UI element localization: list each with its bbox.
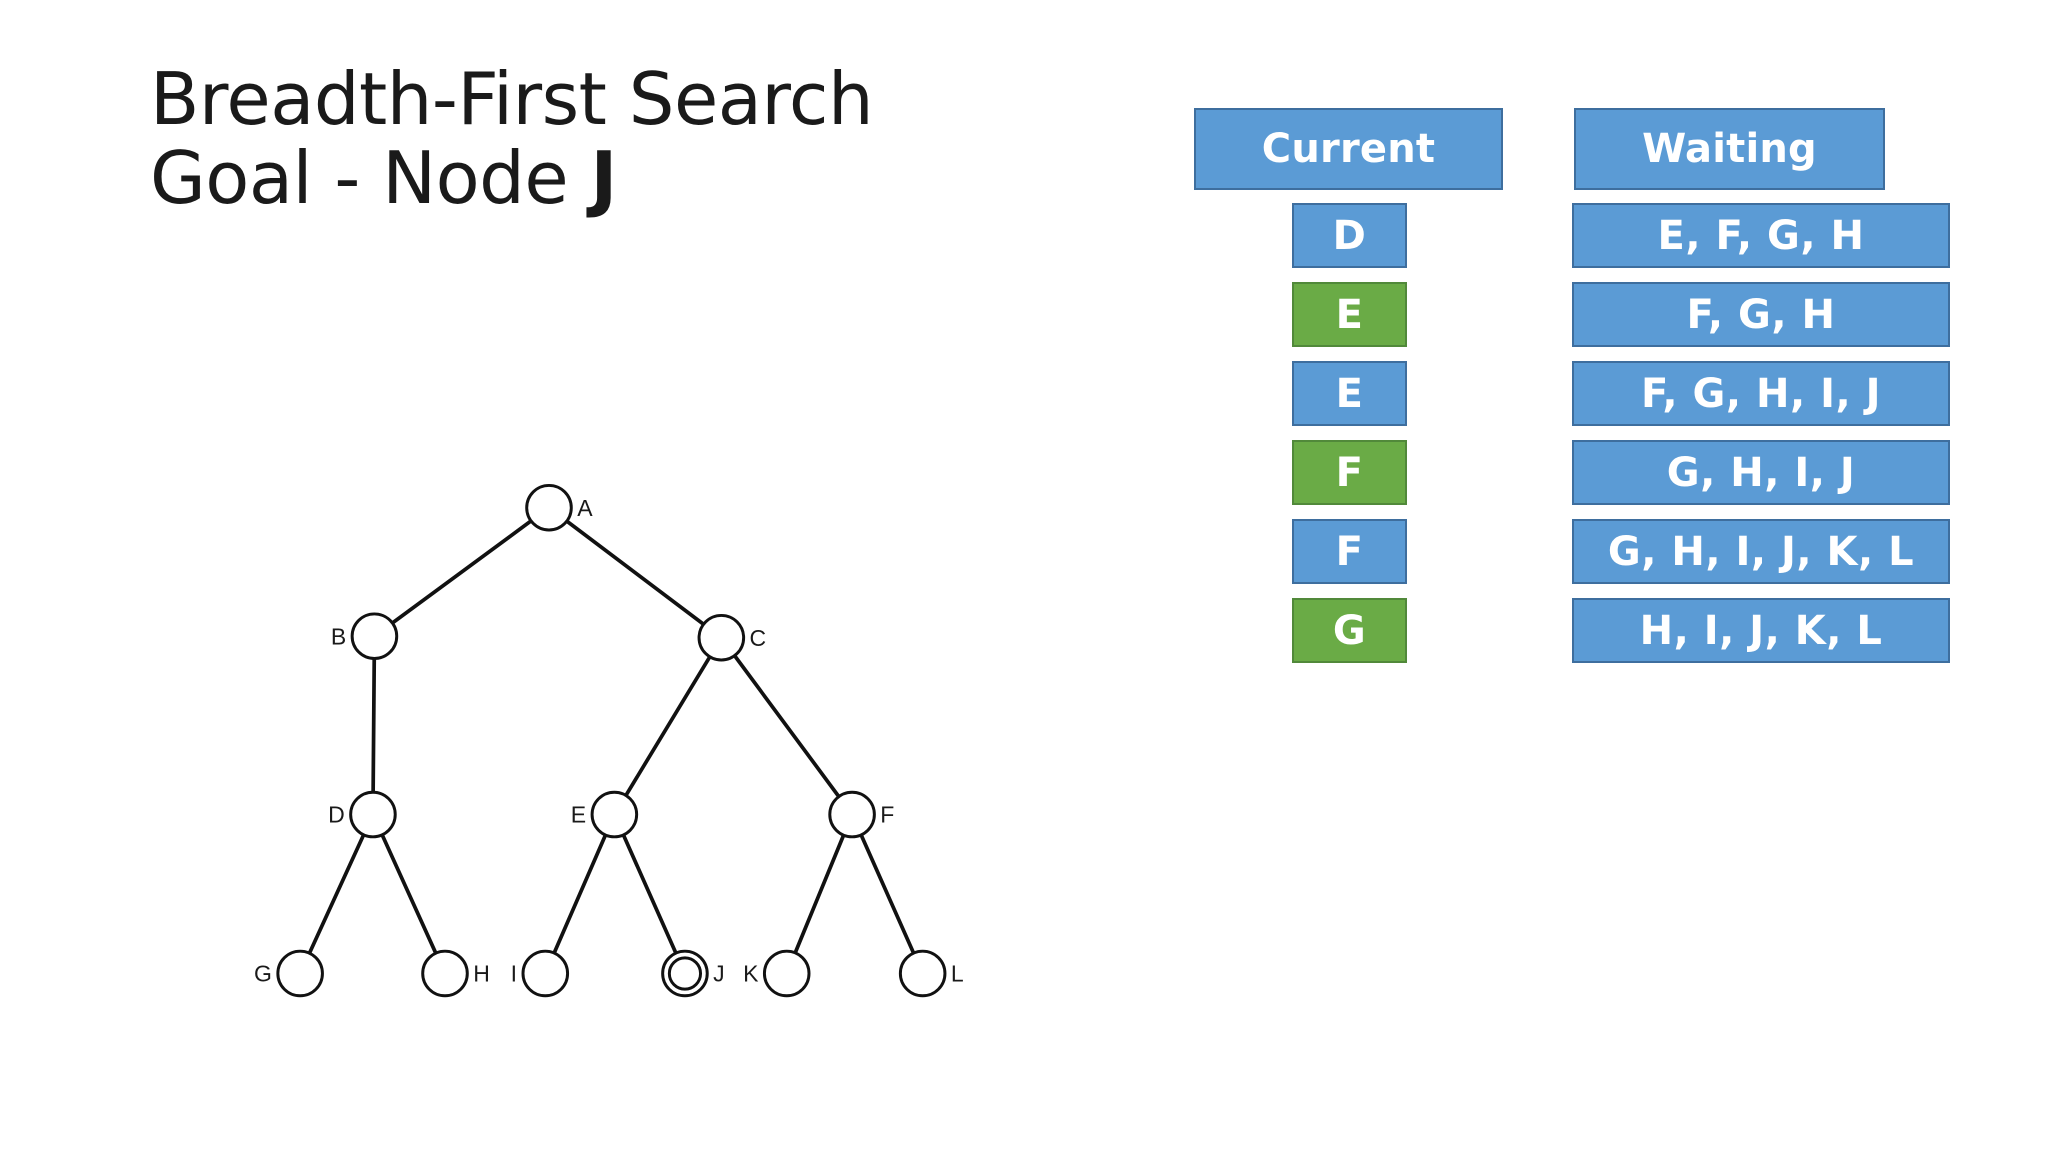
tree-edge-d-g — [307, 832, 366, 956]
node-circle-d — [349, 790, 397, 839]
node-label-c: C — [750, 625, 767, 651]
tree-edge-group — [307, 519, 916, 956]
waiting-queue-cell[interactable]: H, I, J, K, L — [1572, 598, 1950, 663]
tree-node-j[interactable]: J — [661, 949, 725, 998]
queue-row: F G, H, I, J, K, L — [1194, 519, 1964, 584]
tree-node-a[interactable]: A — [525, 483, 594, 532]
tree-edge-d-h — [380, 832, 438, 956]
title-line-2: Goal - Node J — [150, 139, 910, 218]
tree-edge-a-c — [564, 519, 706, 627]
queue-row: F G, H, I, J — [1194, 440, 1964, 505]
tree-node-d[interactable]: D — [328, 790, 397, 839]
current-node-cell[interactable]: D — [1292, 203, 1407, 268]
title-goal-node: J — [590, 136, 618, 221]
page-title: Breadth-First Search Goal - Node J — [150, 57, 910, 218]
node-label-e: E — [571, 802, 586, 828]
current-node-cell[interactable]: E — [1292, 361, 1407, 426]
node-circle-a — [525, 483, 573, 532]
node-circle-c — [697, 613, 746, 662]
bfs-queue-table: Current Waiting D E, F, G, H E F, G, H E F, G… — [1194, 108, 1964, 677]
node-label-h: H — [473, 961, 490, 987]
tree-node-e[interactable]: E — [571, 790, 639, 839]
current-node-cell[interactable]: E — [1292, 282, 1407, 347]
queue-row: G H, I, J, K, L — [1194, 598, 1964, 663]
tree-node-k[interactable]: K — [743, 949, 811, 998]
tree-edge-a-b — [390, 519, 533, 625]
tree-edge-e-j — [621, 833, 678, 955]
queue-header-row: Current Waiting — [1194, 108, 1964, 190]
waiting-queue-cell[interactable]: E, F, G, H — [1572, 203, 1950, 268]
title-line-1: Breadth-First Search — [150, 57, 874, 141]
waiting-queue-cell[interactable]: F, G, H — [1572, 282, 1950, 347]
current-node-cell[interactable]: F — [1292, 519, 1407, 584]
node-label-l: L — [951, 961, 964, 987]
node-circle-l — [898, 949, 947, 998]
waiting-queue-cell[interactable]: G, H, I, J, K, L — [1572, 519, 1950, 584]
node-circle-b — [350, 612, 399, 661]
tree-node-i[interactable]: I — [511, 949, 570, 998]
goal-node-inner-circle-j — [667, 956, 703, 991]
node-label-g: G — [254, 961, 272, 987]
current-node-cell[interactable]: G — [1292, 598, 1407, 663]
tree-edge-e-i — [552, 833, 608, 955]
tree-edge-b-d — [371, 656, 377, 795]
node-label-j: J — [713, 961, 725, 987]
node-label-k: K — [743, 961, 759, 987]
node-label-d: D — [328, 802, 345, 828]
node-label-i: I — [511, 961, 517, 987]
waiting-queue-cell[interactable]: F, G, H, I, J — [1572, 361, 1950, 426]
tree-node-f[interactable]: F — [828, 790, 895, 839]
queue-row: E F, G, H, I, J — [1194, 361, 1964, 426]
tree-node-l[interactable]: L — [898, 949, 964, 998]
title-goal-prefix: Goal - Node — [150, 136, 591, 221]
node-label-b: B — [331, 623, 346, 649]
node-circle-i — [521, 949, 570, 998]
tree-edge-c-e — [624, 654, 712, 798]
tree-edge-c-f — [732, 653, 841, 799]
column-header-waiting: Waiting — [1574, 108, 1885, 190]
tree-node-b[interactable]: B — [331, 612, 399, 661]
node-circle-k — [762, 949, 811, 998]
waiting-queue-cell[interactable]: G, H, I, J — [1572, 440, 1950, 505]
column-header-current: Current — [1194, 108, 1503, 190]
node-label-a: A — [577, 495, 593, 521]
node-circle-f — [828, 790, 876, 839]
queue-row: E F, G, H — [1194, 282, 1964, 347]
queue-row-list: D E, F, G, H E F, G, H E F, G, H, I, J F G, H, … — [1194, 203, 1964, 663]
node-label-f: F — [880, 802, 894, 828]
tree-node-h[interactable]: H — [421, 949, 490, 998]
tree-edge-f-l — [859, 833, 916, 955]
tree-edge-f-k — [793, 833, 846, 955]
node-circle-h — [421, 949, 469, 998]
queue-row: D E, F, G, H — [1194, 203, 1964, 268]
tree-node-g[interactable]: G — [254, 949, 324, 998]
node-circle-g — [276, 949, 324, 998]
node-circle-e — [590, 790, 639, 839]
tree-node-c[interactable]: C — [697, 613, 767, 662]
current-node-cell[interactable]: F — [1292, 440, 1407, 505]
